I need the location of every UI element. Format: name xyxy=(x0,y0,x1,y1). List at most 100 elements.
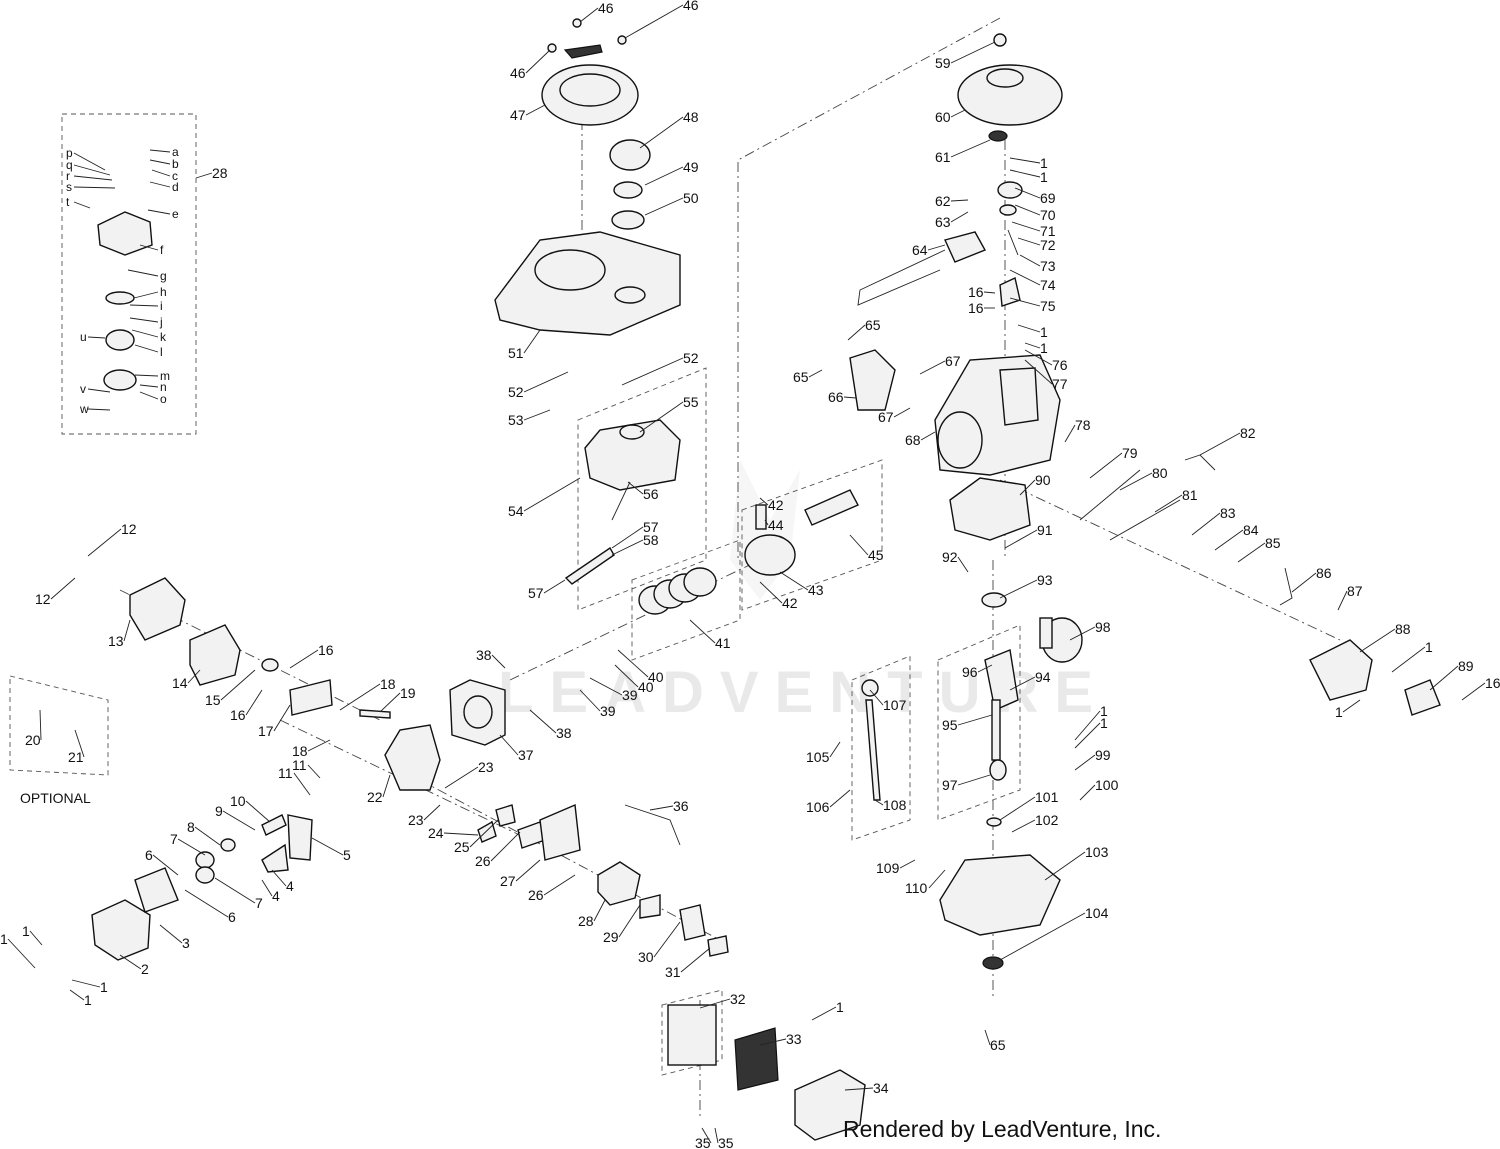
callout-c110: 110 xyxy=(905,880,928,896)
callout-c28a: 28 xyxy=(212,165,228,181)
leader-line-c14 xyxy=(187,669,201,684)
leader-line-c67a xyxy=(919,360,946,375)
leader-line-c42b xyxy=(759,581,783,604)
leader-line-carb-q xyxy=(73,164,111,176)
callout-c49: 49 xyxy=(683,159,699,175)
air-filter-cover-part xyxy=(794,1069,866,1141)
callout-c93: 93 xyxy=(1037,572,1053,588)
leader-line-c62 xyxy=(950,199,969,202)
callout-c65a: 65 xyxy=(865,317,881,333)
leader-line-c27 xyxy=(515,859,541,882)
leader-line-c71 xyxy=(1011,221,1041,232)
callout-c18b: 18 xyxy=(292,743,308,759)
leader-line-c16c xyxy=(1461,682,1486,701)
callout-c26b: 26 xyxy=(528,887,544,903)
callout-c82: 82 xyxy=(1240,425,1256,441)
callout-c13: 13 xyxy=(108,633,124,649)
leader-line-carb-k xyxy=(131,329,159,338)
carb-label-k: k xyxy=(160,330,167,344)
leader-line-c35b xyxy=(714,1127,719,1144)
leader-line-c55 xyxy=(639,401,684,433)
leader-line-c92 xyxy=(957,556,969,573)
callout-c56: 56 xyxy=(643,486,659,502)
leader-line-carb-g xyxy=(127,269,159,277)
callout-c89: 89 xyxy=(1458,658,1474,674)
leader-line-c46b xyxy=(624,4,684,39)
leader-line-c48 xyxy=(639,116,684,149)
leader-line-c76 xyxy=(1024,349,1053,366)
leader-line-c49 xyxy=(644,166,684,186)
leader-line-c107 xyxy=(869,689,884,706)
callout-c1g: 1 xyxy=(1100,703,1108,719)
leader-line-c82 xyxy=(1199,432,1241,456)
callout-c101: 101 xyxy=(1035,789,1059,805)
leader-line-c15 xyxy=(220,669,256,701)
leader-line-c12b xyxy=(50,577,76,600)
leader-line-c38b xyxy=(529,709,557,734)
callout-c1b: 1 xyxy=(1040,169,1048,185)
leader-line-c47 xyxy=(525,104,546,116)
callout-c55: 55 xyxy=(683,394,699,410)
rocker-arm-parts xyxy=(195,814,313,884)
leader-line-c40b xyxy=(614,664,639,688)
leader-line-c60 xyxy=(950,109,966,118)
callout-c83: 83 xyxy=(1220,505,1236,521)
dipstick-part xyxy=(861,679,881,801)
leader-line-c1l xyxy=(71,979,101,988)
leader-line-c54 xyxy=(523,477,581,512)
callout-c37: 37 xyxy=(518,747,534,763)
leader-line-c28a xyxy=(195,172,213,179)
callout-c16c: 16 xyxy=(1485,675,1500,691)
callout-c6b: 6 xyxy=(228,909,236,925)
carb-label-r: r xyxy=(66,169,70,183)
leader-line-c102 xyxy=(1011,819,1036,833)
leader-line-c56 xyxy=(627,481,644,495)
leader-line-c83 xyxy=(1191,512,1221,536)
callout-c16a: 16 xyxy=(968,284,984,300)
leader-line-c109 xyxy=(899,859,916,869)
callout-c16b: 16 xyxy=(968,300,984,316)
callout-c78: 78 xyxy=(1075,417,1091,433)
starter-cup-part xyxy=(609,139,651,230)
leader-line-c101 xyxy=(999,796,1036,821)
camshaft-part xyxy=(1039,617,1083,663)
leader-line-c6a xyxy=(152,854,179,876)
head-gasket-part xyxy=(449,679,506,746)
leader-line-c16d xyxy=(289,649,319,669)
callout-c16e: 16 xyxy=(230,707,246,723)
callout-c23b: 23 xyxy=(408,812,424,828)
leader-line-c11a xyxy=(307,764,321,779)
leader-line-c1a xyxy=(1009,157,1041,164)
callout-c74: 74 xyxy=(1040,277,1056,293)
callout-c30: 30 xyxy=(638,949,654,965)
leader-line-carb-v xyxy=(87,388,111,393)
callout-c67b: 67 xyxy=(878,409,894,425)
callout-c52a: 52 xyxy=(508,384,524,400)
carburetor-assembly-part xyxy=(849,349,896,411)
callout-c84: 84 xyxy=(1243,522,1259,538)
leader-line-c37 xyxy=(499,734,519,756)
leader-line-c32 xyxy=(699,998,731,1009)
callout-c79: 79 xyxy=(1122,445,1138,461)
callout-c87: 87 xyxy=(1347,583,1363,599)
leader-line-c28b xyxy=(593,899,606,922)
callout-c57a: 57 xyxy=(528,585,544,601)
callout-c18a: 18 xyxy=(380,676,396,692)
callout-c42b: 42 xyxy=(782,595,798,611)
carb-label-o: o xyxy=(160,392,167,406)
leader-line-c80 xyxy=(1119,472,1153,491)
leader-line-c1k xyxy=(7,938,36,969)
leader-line-c104 xyxy=(999,912,1086,961)
carb-label-b: b xyxy=(172,157,179,171)
callout-c26a: 26 xyxy=(475,853,491,869)
leader-line-c61 xyxy=(950,139,991,158)
carb-label-f: f xyxy=(160,243,164,257)
callout-c99: 99 xyxy=(1095,747,1111,763)
leader-line-c34 xyxy=(844,1087,874,1091)
leader-line-c79 xyxy=(1089,452,1123,479)
leader-line-c8 xyxy=(194,826,221,846)
callout-c1l: 1 xyxy=(100,979,108,995)
callout-c40a: 40 xyxy=(648,669,664,685)
callout-c28b: 28 xyxy=(578,913,594,929)
